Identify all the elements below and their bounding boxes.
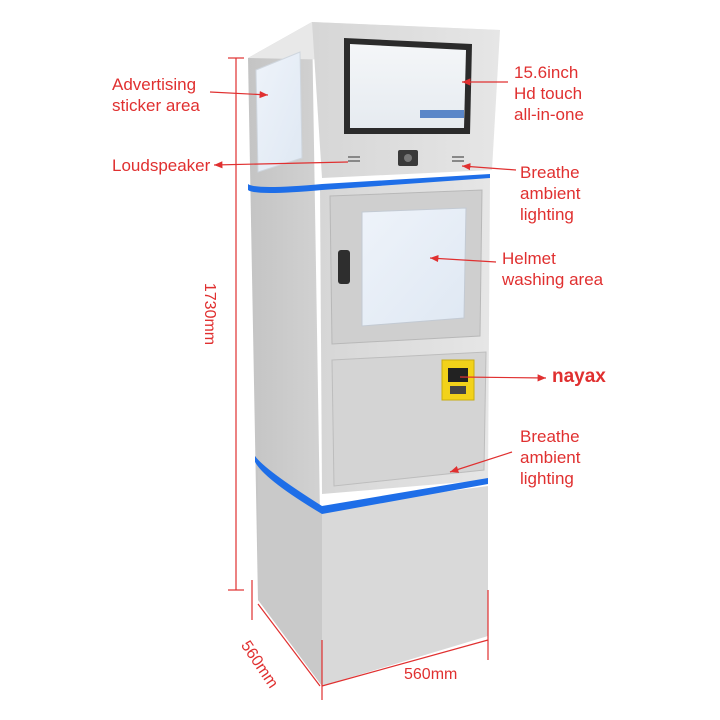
- camera-module: [398, 150, 418, 166]
- width-dimension-label: 560mm: [404, 666, 458, 683]
- ambient-top-line3: lighting: [520, 205, 574, 224]
- screen-label: 15.6inch Hd touch all-in-one: [514, 62, 584, 125]
- ambient-bottom-arrow: [449, 451, 513, 473]
- cabinet-base-side: [258, 470, 322, 686]
- helmet-label-line2: washing area: [502, 270, 604, 289]
- screen-label-line1: 15.6inch: [514, 63, 579, 82]
- screen-button: [420, 110, 464, 118]
- led-strip-top: [248, 174, 490, 193]
- cabinet-base-front: [322, 486, 488, 686]
- advertising-arrow: [209, 90, 269, 99]
- door-handle: [338, 250, 350, 284]
- depth-line: [257, 603, 321, 687]
- loudspeaker-label: Loudspeaker: [112, 156, 211, 175]
- touch-screen[interactable]: [344, 38, 472, 134]
- loudspeaker-grille: [348, 156, 360, 162]
- advertising-sticker-window: [255, 51, 303, 173]
- ambient-top-label: Breathe ambient lighting: [520, 162, 580, 225]
- led-strip-bottom: [255, 456, 488, 514]
- screen-label-line2: Hd touch: [514, 84, 583, 103]
- ambient-bottom-line2: ambient: [520, 448, 581, 467]
- helmet-label-line1: Helmet: [502, 249, 556, 268]
- helmet-washing-window: [361, 207, 467, 327]
- height-dimension-label: 1730mm: [201, 282, 219, 346]
- width-line: [321, 639, 489, 687]
- helmet-label: Helmet washing area: [502, 248, 603, 290]
- advertising-label: Advertising sticker area: [112, 74, 200, 116]
- advertising-label-line1: Advertising: [112, 75, 197, 94]
- ambient-bottom-line3: lighting: [520, 469, 574, 488]
- screen-label-line3: all-in-one: [514, 105, 584, 124]
- nayax-label: nayax: [552, 366, 606, 387]
- ambient-top-line1: Breathe: [520, 163, 580, 182]
- ambient-bottom-line1: Breathe: [520, 427, 580, 446]
- nayax-arrow: [459, 374, 547, 382]
- advertising-label-line2: sticker area: [112, 96, 200, 115]
- speaker-grille-right: [452, 156, 464, 162]
- ambient-bottom-label: Breathe ambient lighting: [520, 426, 580, 489]
- ambient-top-line2: ambient: [520, 184, 581, 203]
- helmet-arrow: [429, 254, 497, 263]
- helmet-washing-door[interactable]: [329, 189, 483, 345]
- ambient-top-arrow: [461, 163, 517, 171]
- nayax-reader[interactable]: [441, 359, 475, 401]
